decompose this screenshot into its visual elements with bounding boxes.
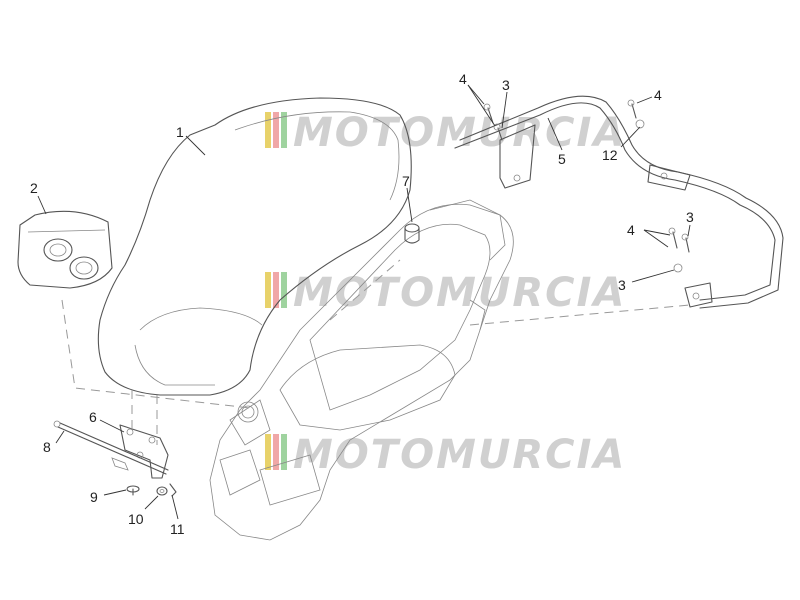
callout-5: 5 <box>558 151 566 167</box>
callout-4-lower: 4 <box>627 222 635 238</box>
callout-7: 7 <box>402 173 410 189</box>
watermark-top: MOTOMURCIA <box>265 110 626 156</box>
screw <box>126 485 140 496</box>
callout-12: 12 <box>602 147 618 163</box>
watermark-text: MOTOMURCIA <box>293 270 626 316</box>
rail-screws <box>483 99 690 273</box>
watermark-text: MOTOMURCIA <box>293 110 626 156</box>
watermark-bottom: MOTOMURCIA <box>265 432 626 478</box>
rear-grab-rail <box>454 95 784 309</box>
callouts: 1 2 4 3 5 4 12 7 3 4 3 6 8 9 10 11 <box>30 71 694 537</box>
callout-9: 9 <box>90 489 98 505</box>
seat <box>97 97 412 396</box>
callout-4-top: 4 <box>459 71 467 87</box>
callout-1: 1 <box>176 124 184 140</box>
assembly-lines <box>61 259 691 445</box>
hinge-pin <box>53 420 169 475</box>
watermark-middle: MOTOMURCIA <box>265 270 626 316</box>
callout-2: 2 <box>30 180 38 196</box>
leader-lines <box>37 84 691 520</box>
washer <box>156 486 168 496</box>
callout-3-lower: 3 <box>618 277 626 293</box>
storage-compartment <box>209 199 514 541</box>
clip <box>169 483 177 497</box>
callout-3-top: 3 <box>502 77 510 93</box>
callout-10: 10 <box>128 511 144 527</box>
callout-8: 8 <box>43 439 51 455</box>
callout-11: 11 <box>170 521 185 537</box>
rubber-bumper <box>404 223 420 244</box>
callout-4-right: 4 <box>654 87 662 103</box>
hinge-bracket <box>111 424 169 479</box>
rail-front-bracket <box>499 124 536 189</box>
callout-3-right: 3 <box>686 209 694 225</box>
helmet-cup-holder <box>17 210 113 289</box>
callout-6: 6 <box>89 409 97 425</box>
watermark-text: MOTOMURCIA <box>293 432 626 478</box>
